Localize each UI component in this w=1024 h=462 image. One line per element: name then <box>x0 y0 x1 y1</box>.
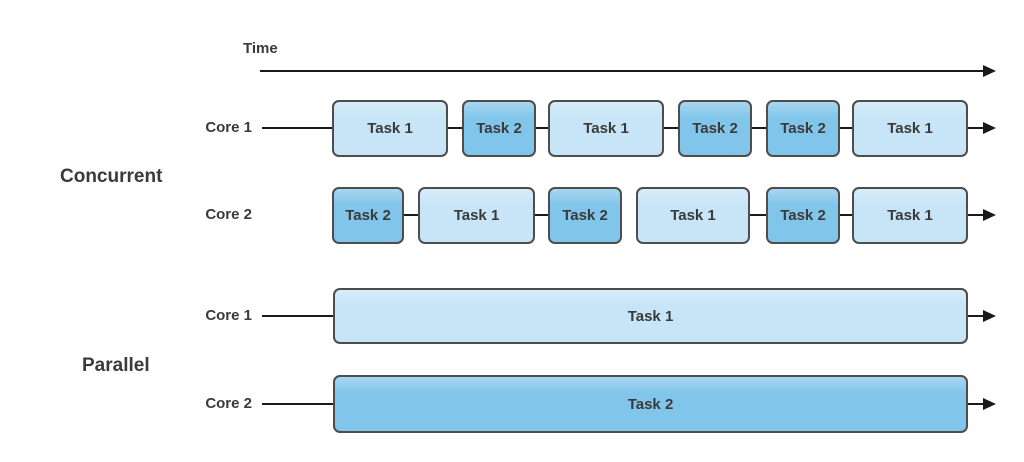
row-end-line <box>968 403 984 405</box>
task-box: Task 1 <box>332 100 448 157</box>
connector-line <box>664 127 678 129</box>
row-end-line <box>968 214 984 216</box>
task-box: Task 1 <box>548 100 664 157</box>
core-label-parallel-core1: Core 1 <box>205 307 252 324</box>
row-end-arrowhead-icon <box>983 398 996 410</box>
row-end-arrowhead-icon <box>983 209 996 221</box>
leader-line <box>262 403 333 405</box>
leader-line <box>262 127 332 129</box>
time-axis-line <box>260 70 984 72</box>
connector-line <box>840 214 852 216</box>
leader-line <box>262 315 333 317</box>
task-box: Task 2 <box>333 375 968 433</box>
core-label-concurrent-core1: Core 1 <box>205 119 252 136</box>
row-end-line <box>968 315 984 317</box>
connector-line <box>752 127 766 129</box>
task-box: Task 2 <box>766 187 840 244</box>
connector-line <box>840 127 852 129</box>
task-box: Task 2 <box>332 187 404 244</box>
task-box: Task 1 <box>852 100 968 157</box>
connector-line <box>750 214 766 216</box>
connector-line <box>448 127 462 129</box>
task-box: Task 2 <box>678 100 752 157</box>
task-box: Task 2 <box>766 100 840 157</box>
connector-line <box>535 214 548 216</box>
row-end-arrowhead-icon <box>983 122 996 134</box>
task-box: Task 2 <box>548 187 622 244</box>
task-box: Task 1 <box>852 187 968 244</box>
connector-line <box>404 214 418 216</box>
core-label-concurrent-core2: Core 2 <box>205 206 252 223</box>
task-box: Task 2 <box>462 100 536 157</box>
task-box: Task 1 <box>636 187 750 244</box>
task-box: Task 1 <box>333 288 968 344</box>
connector-line <box>536 127 548 129</box>
core-label-parallel-core2: Core 2 <box>205 395 252 412</box>
time-axis-arrowhead-icon <box>983 65 996 77</box>
task-box: Task 1 <box>418 187 535 244</box>
section-label-parallel: Parallel <box>82 355 150 376</box>
row-end-line <box>968 127 984 129</box>
row-end-arrowhead-icon <box>983 310 996 322</box>
section-label-concurrent: Concurrent <box>60 166 163 187</box>
time-axis-label: Time <box>243 40 278 57</box>
